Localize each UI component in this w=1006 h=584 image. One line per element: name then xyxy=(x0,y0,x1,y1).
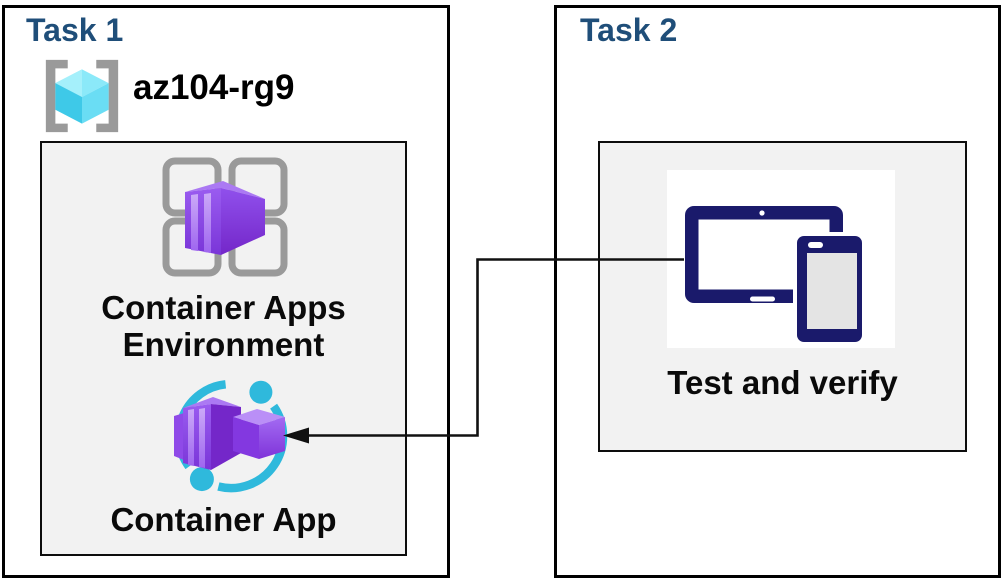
cyan-dot xyxy=(249,380,273,404)
env-label-line2: Environment xyxy=(122,326,325,363)
task2-title: Task 2 xyxy=(580,12,678,48)
env-label-line1: Container Apps xyxy=(101,289,346,326)
left-bracket xyxy=(45,59,68,133)
tablet-camera xyxy=(759,210,765,216)
container-apps-environment-label: Container Apps Environment xyxy=(40,289,407,363)
test-and-verify-label: Test and verify xyxy=(667,364,898,401)
phone-screen xyxy=(807,253,857,329)
phone-speaker xyxy=(808,242,823,248)
container-apps-environment-icon xyxy=(162,157,288,277)
resource-group-name: az104-rg9 xyxy=(133,68,295,107)
task1-title: Task 1 xyxy=(26,12,124,48)
right-bracket xyxy=(96,59,119,133)
container-app-label: Container App xyxy=(110,501,337,538)
resource-group-icon xyxy=(45,59,119,133)
devices-icon xyxy=(685,206,866,344)
container-app-icon xyxy=(174,380,288,493)
tablet-home-slot xyxy=(750,296,775,302)
cyan-dot xyxy=(189,467,214,492)
